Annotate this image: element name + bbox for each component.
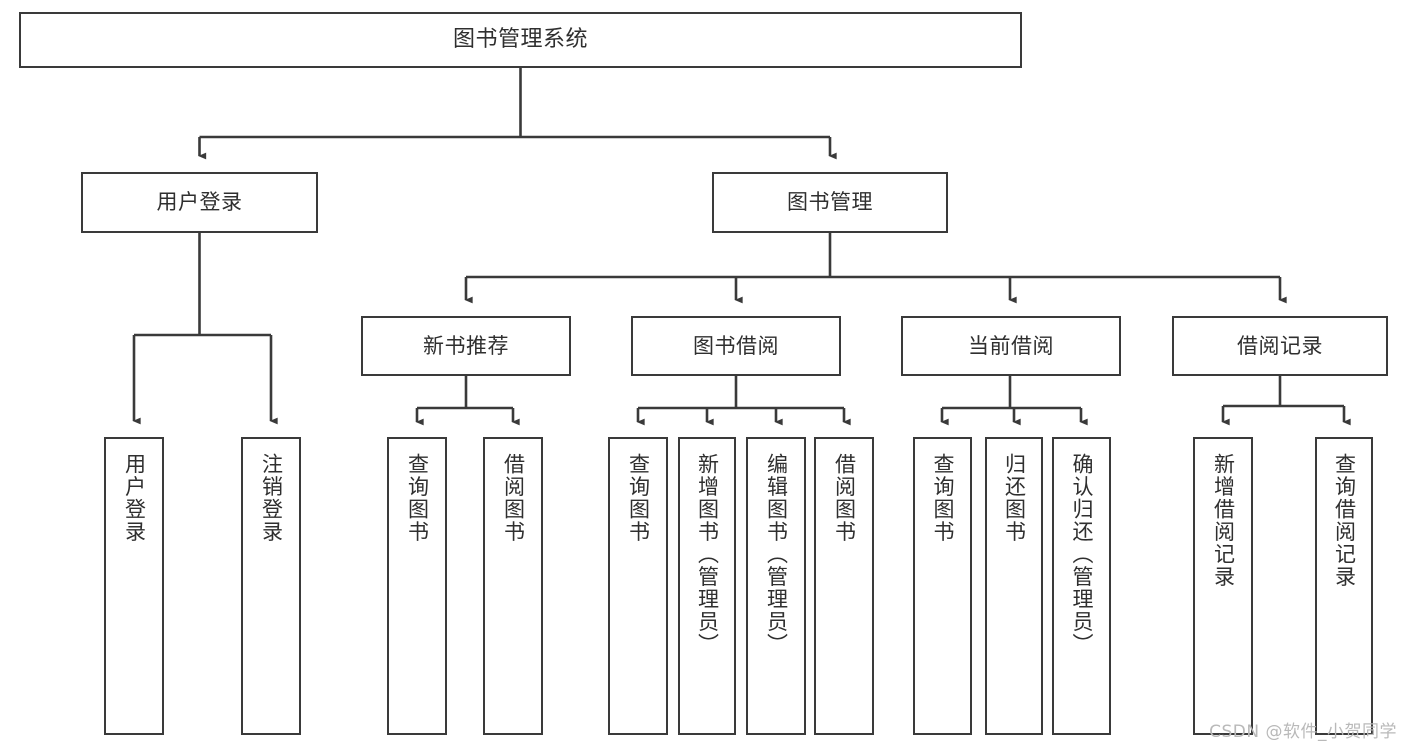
node-label: 确认归还（管理员）: [1070, 453, 1095, 656]
leaf-user-login[interactable]: 用户登录: [104, 437, 164, 735]
leaf-add-borrow-record[interactable]: 新增借阅记录: [1193, 437, 1253, 735]
node-label: 查询图书: [931, 453, 956, 543]
leaf-borrow-book[interactable]: 借阅图书: [814, 437, 874, 735]
node-book-management[interactable]: 图书管理: [712, 172, 948, 233]
node-label: 归还图书: [1002, 453, 1027, 543]
node-label: 注销登录: [259, 453, 284, 543]
node-label: 新增借阅记录: [1211, 453, 1236, 588]
leaf-query-book-borrow[interactable]: 查询图书: [608, 437, 668, 735]
node-label: 新增图书（管理员）: [695, 453, 720, 656]
node-label: 当前借阅: [968, 333, 1054, 358]
node-new-book-recommend[interactable]: 新书推荐: [361, 316, 571, 376]
node-label: 借阅图书: [501, 453, 526, 543]
node-book-borrow[interactable]: 图书借阅: [631, 316, 841, 376]
leaf-edit-book-admin[interactable]: 编辑图书（管理员）: [746, 437, 806, 735]
node-label: 编辑图书（管理员）: [764, 453, 789, 656]
node-label: 查询图书: [405, 453, 430, 543]
node-borrow-record[interactable]: 借阅记录: [1172, 316, 1388, 376]
leaf-query-book-recommend[interactable]: 查询图书: [387, 437, 447, 735]
node-current-borrow[interactable]: 当前借阅: [901, 316, 1121, 376]
node-label: 图书管理系统: [452, 27, 588, 53]
leaf-borrow-book-recommend[interactable]: 借阅图书: [483, 437, 543, 735]
node-book-management-system[interactable]: 图书管理系统: [19, 12, 1022, 68]
leaf-logout-login[interactable]: 注销登录: [241, 437, 301, 735]
leaf-return-book[interactable]: 归还图书: [985, 437, 1043, 735]
node-label: 图书管理: [787, 190, 873, 215]
leaf-add-book-admin[interactable]: 新增图书（管理员）: [678, 437, 736, 735]
node-user-login[interactable]: 用户登录: [81, 172, 318, 233]
node-label: 查询图书: [626, 453, 651, 543]
node-label: 新书推荐: [423, 333, 509, 358]
node-label: 图书借阅: [693, 333, 779, 358]
node-label: 用户登录: [156, 190, 243, 215]
leaf-query-book-current[interactable]: 查询图书: [913, 437, 972, 735]
node-label: 查询借阅记录: [1332, 453, 1357, 588]
leaf-query-borrow-record[interactable]: 查询借阅记录: [1315, 437, 1373, 735]
node-label: 用户登录: [122, 453, 147, 543]
leaf-confirm-return-admin[interactable]: 确认归还（管理员）: [1052, 437, 1111, 735]
node-label: 借阅记录: [1237, 333, 1323, 358]
node-label: 借阅图书: [832, 453, 857, 543]
